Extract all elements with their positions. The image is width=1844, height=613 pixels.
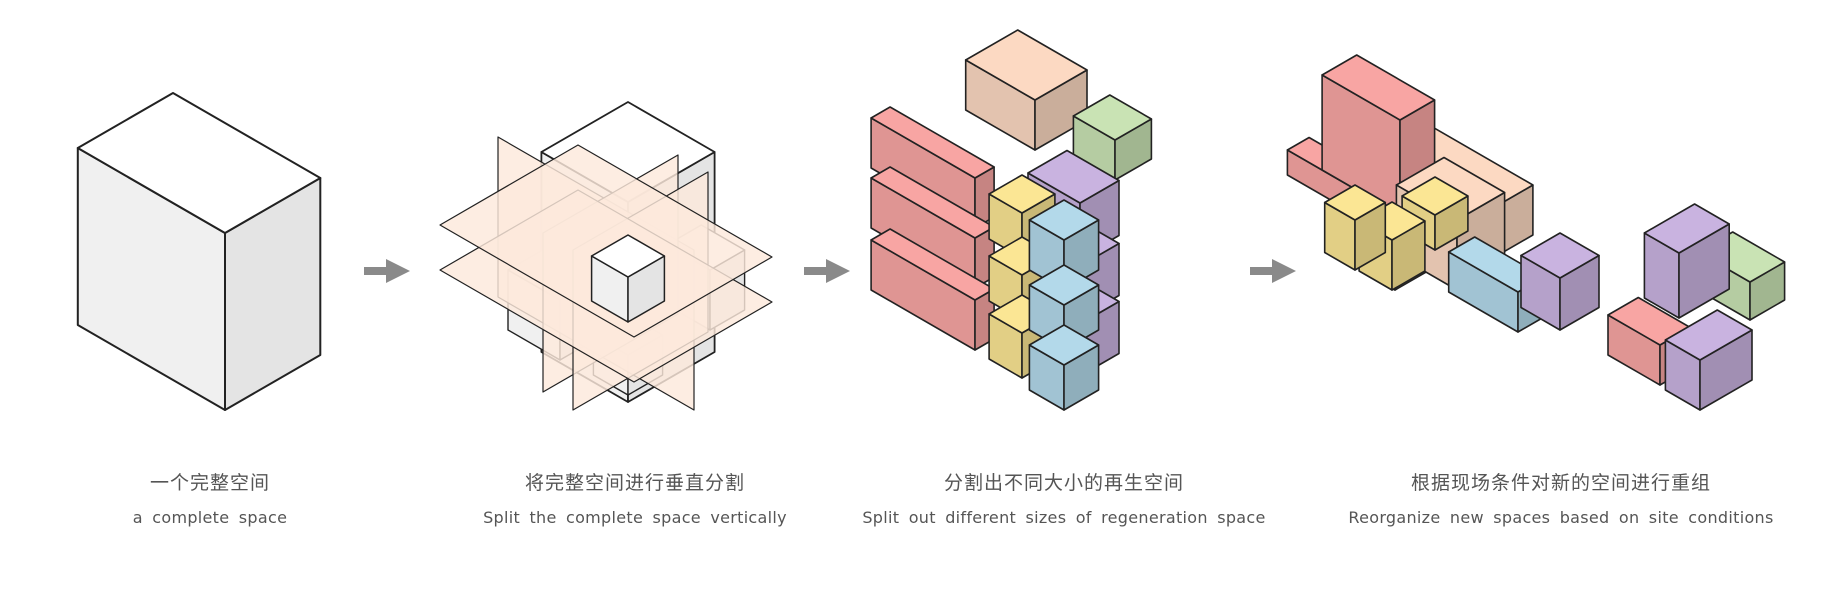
blue-block-top-top-face — [1028, 199, 1100, 241]
purple-block-rear-top-face — [1643, 203, 1730, 254]
arrow-shape — [1250, 259, 1296, 283]
complete-space-box — [76, 92, 322, 411]
green-block — [1072, 94, 1153, 181]
red-tower-top-face — [1321, 54, 1436, 121]
yellow-block-left-top-face — [1323, 184, 1387, 221]
center-block-top-face — [590, 234, 666, 278]
stage-3-title: 分割出不同大小的再生空间 — [943, 472, 1184, 494]
red-block-top-top-face — [870, 106, 995, 179]
purple-block-mid — [1520, 232, 1600, 331]
stage-3-subtitle: Split out different sizes of regeneratio… — [862, 508, 1266, 527]
green-block-top-face — [1072, 94, 1153, 141]
arrow-shape — [804, 259, 850, 283]
stage-4-title: 根据现场条件对新的空间进行重组 — [1410, 472, 1711, 494]
stage-4-subtitle: Reorganize new spaces based on site cond… — [1348, 508, 1774, 527]
yellow-block-rear-top-face — [1401, 176, 1469, 216]
complete-space-box-top-face — [76, 92, 322, 234]
horizontal-plane-b — [439, 144, 773, 338]
stage-2-title: 将完整空间进行垂直分割 — [524, 472, 745, 494]
stage-1-subtitle: a complete space — [132, 508, 288, 527]
center-block — [590, 234, 666, 323]
red-block-mid-top-face — [870, 166, 995, 239]
yellow-block-left — [1323, 184, 1387, 271]
stage-2-subtitle: Split the complete space vertically — [483, 508, 787, 527]
purple-block-mid-top-face — [1520, 232, 1600, 279]
complete-space-illustration — [76, 92, 322, 411]
arrow-icon — [1250, 259, 1296, 283]
peach-block — [964, 29, 1088, 151]
split-space-illustration — [439, 101, 773, 411]
peach-block-top-face — [964, 29, 1088, 101]
purple-block-top-top-face — [1027, 149, 1120, 204]
yellow-block-top-top-face — [988, 174, 1056, 214]
stage-1-title: 一个完整空间 — [149, 472, 270, 494]
purple-block-front — [1664, 309, 1753, 411]
regeneration-space-illustration — [870, 29, 1153, 411]
purple-block-front-top-face — [1664, 309, 1753, 361]
blue-block-bottom-top-face — [1028, 324, 1100, 366]
reorganized-space-illustration — [1286, 54, 1786, 411]
purple-block-rear — [1643, 203, 1730, 319]
arrow-shape — [364, 259, 410, 283]
blue-block-mid-top-face — [1028, 264, 1100, 306]
red-block-mid — [870, 166, 995, 289]
arrow-icon — [364, 259, 410, 283]
red-block-bottom — [870, 228, 995, 351]
blue-block-bottom — [1028, 324, 1100, 411]
red-block-bottom-top-face — [870, 228, 995, 301]
arrow-icon — [804, 259, 850, 283]
